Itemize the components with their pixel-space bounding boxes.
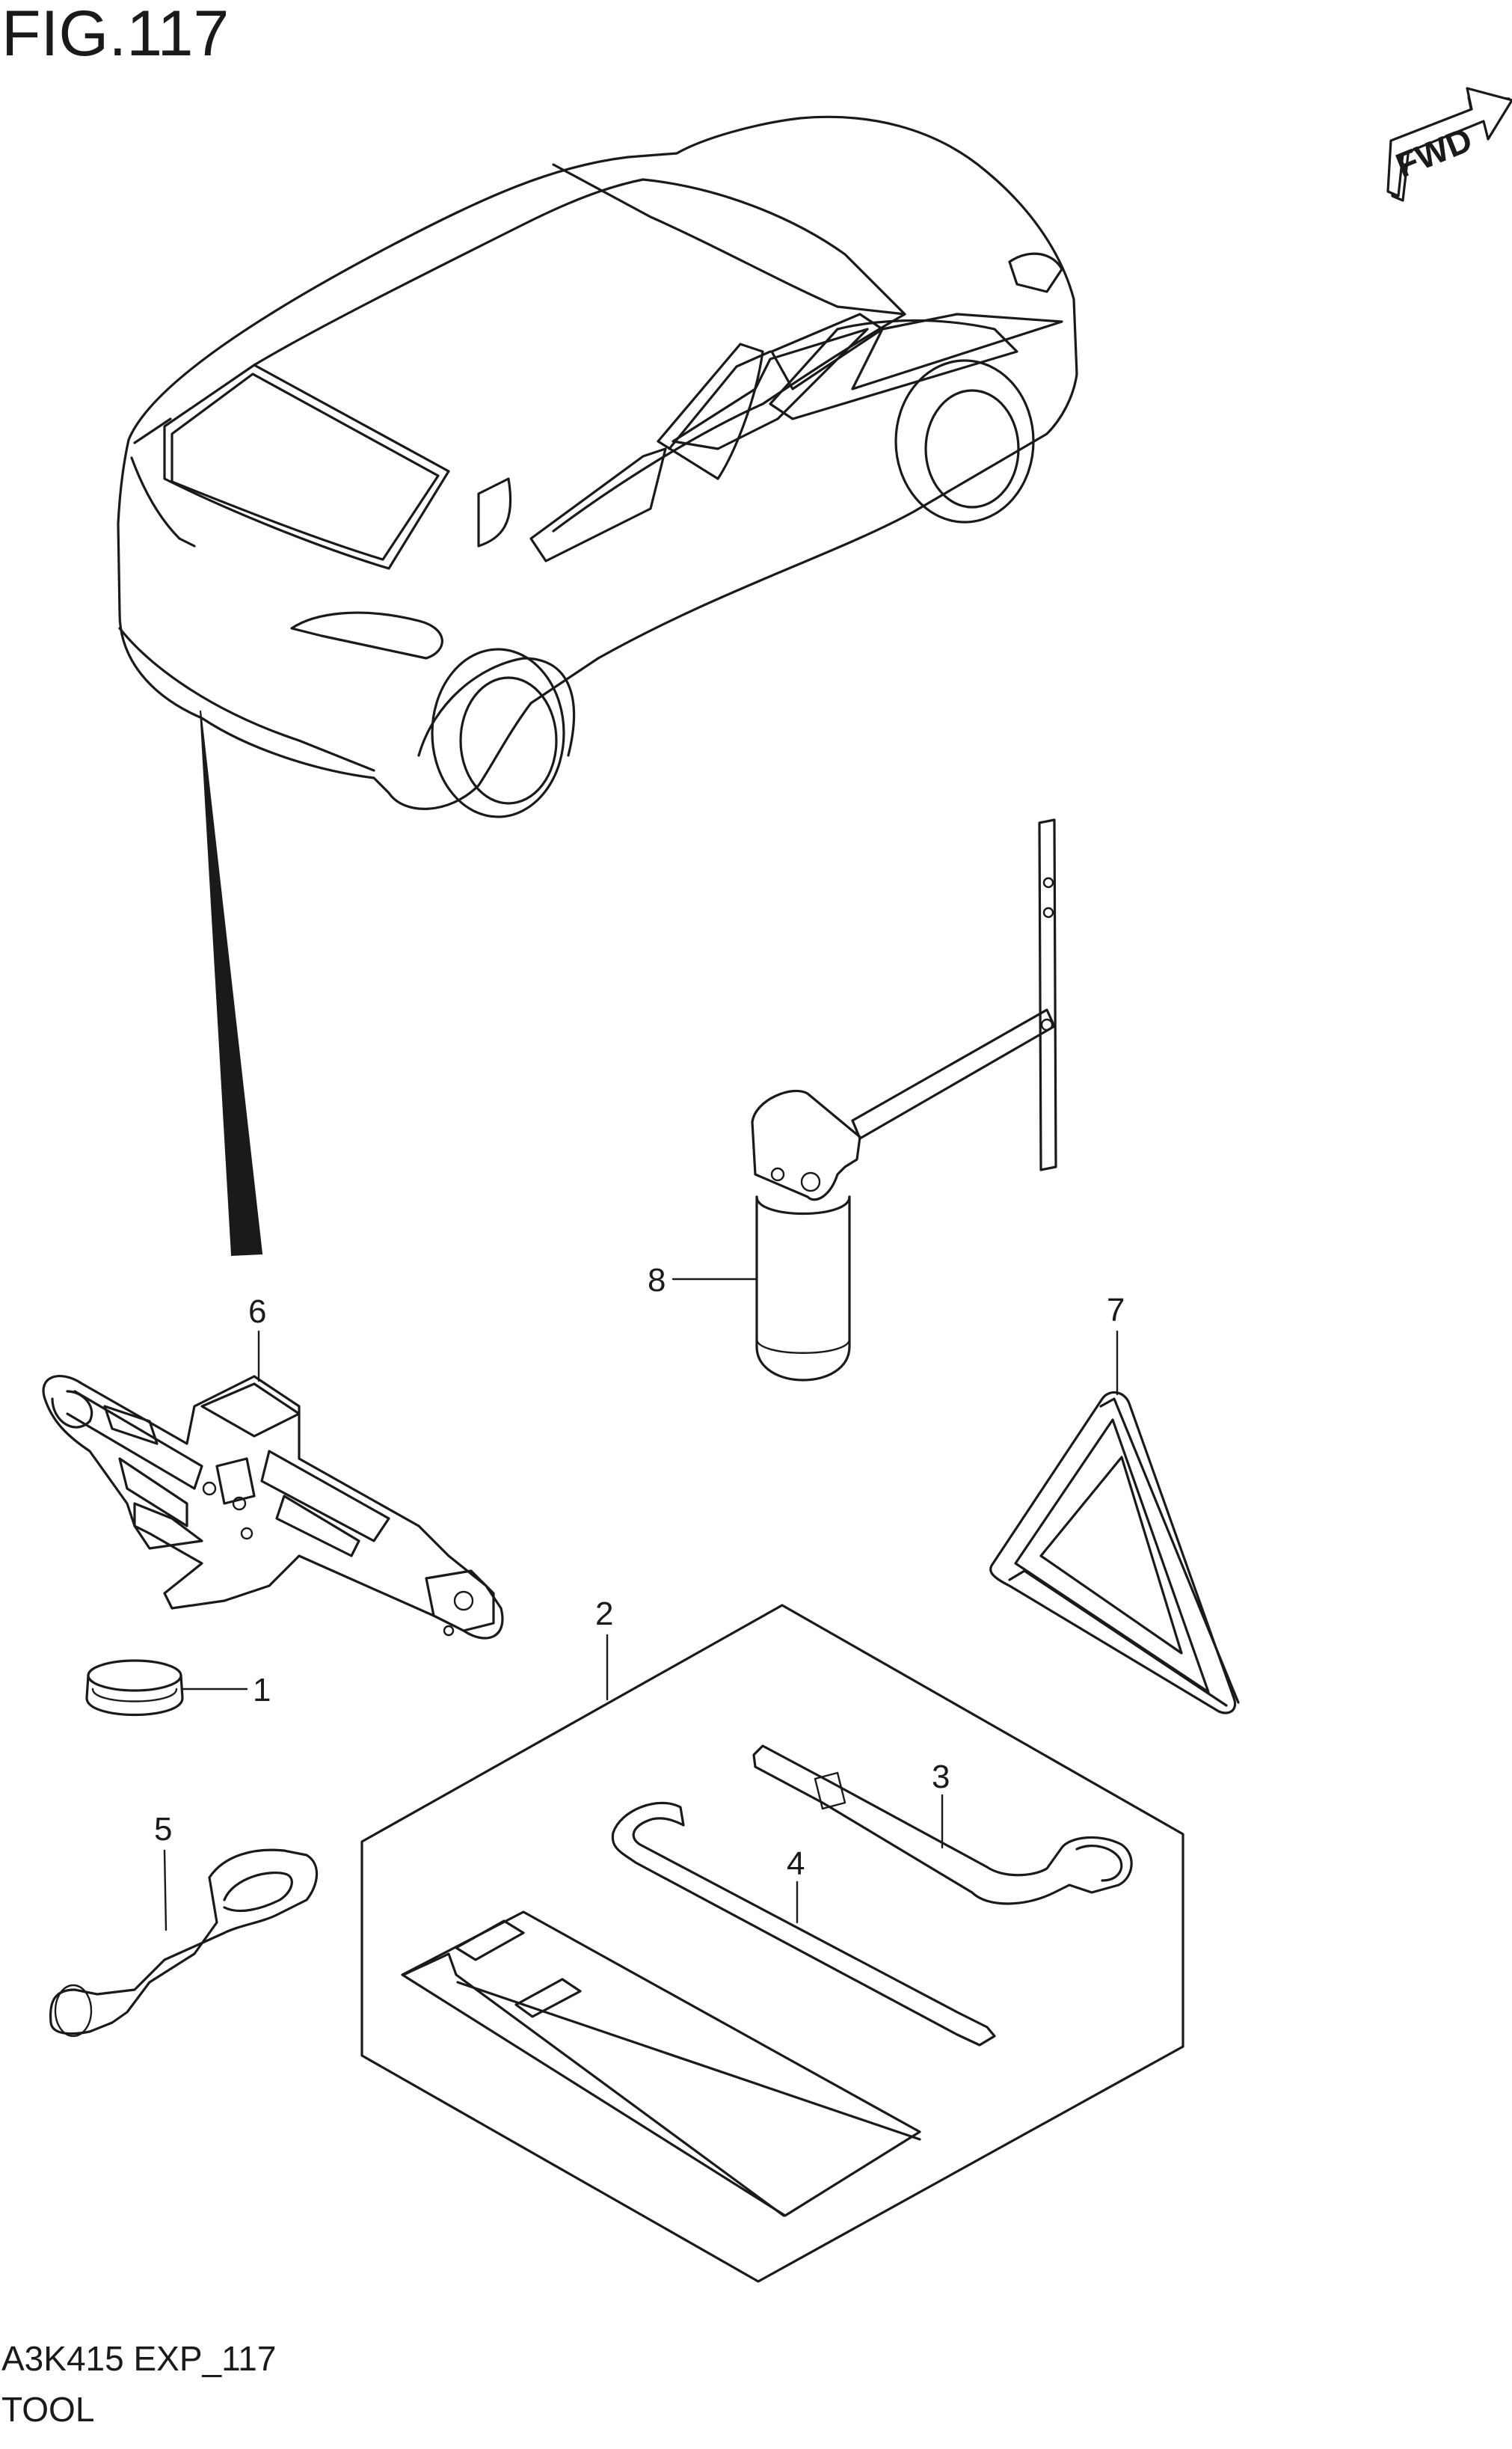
callout-4: 4 — [787, 1845, 805, 1882]
jack-handle-icon: 4 — [611, 1801, 996, 2047]
callout-3: 3 — [932, 1759, 950, 1795]
towing-hook-icon: 5 — [49, 1811, 319, 2038]
tool-kit-bag-icon: 2 — [360, 1596, 1184, 2283]
wheel-wrench-icon: 3 — [752, 1744, 1133, 1905]
callout-6: 6 — [248, 1293, 266, 1330]
callout-1: 1 — [253, 1672, 271, 1708]
figure-caption: TOOL — [1, 2390, 95, 2429]
scissor-jack-icon: 6 — [42, 1293, 504, 1640]
callout-5: 5 — [154, 1811, 172, 1848]
fwd-direction-arrow-icon: FWD — [1386, 87, 1512, 202]
warning-triangle-icon: 7 — [989, 1292, 1240, 1714]
vehicle-outline-icon — [117, 115, 1078, 818]
figure-code: A3K415 EXP_117 — [1, 2339, 277, 2378]
pointer-wedge — [200, 710, 263, 1257]
callout-8: 8 — [648, 1262, 666, 1299]
callout-2: 2 — [595, 1596, 613, 1632]
figure-title: FIG.117 — [1, 0, 230, 70]
tire-repair-kit-icon: 8 — [648, 818, 1057, 1382]
ring-collar-icon: 1 — [85, 1659, 271, 1717]
callout-7: 7 — [1107, 1292, 1125, 1328]
